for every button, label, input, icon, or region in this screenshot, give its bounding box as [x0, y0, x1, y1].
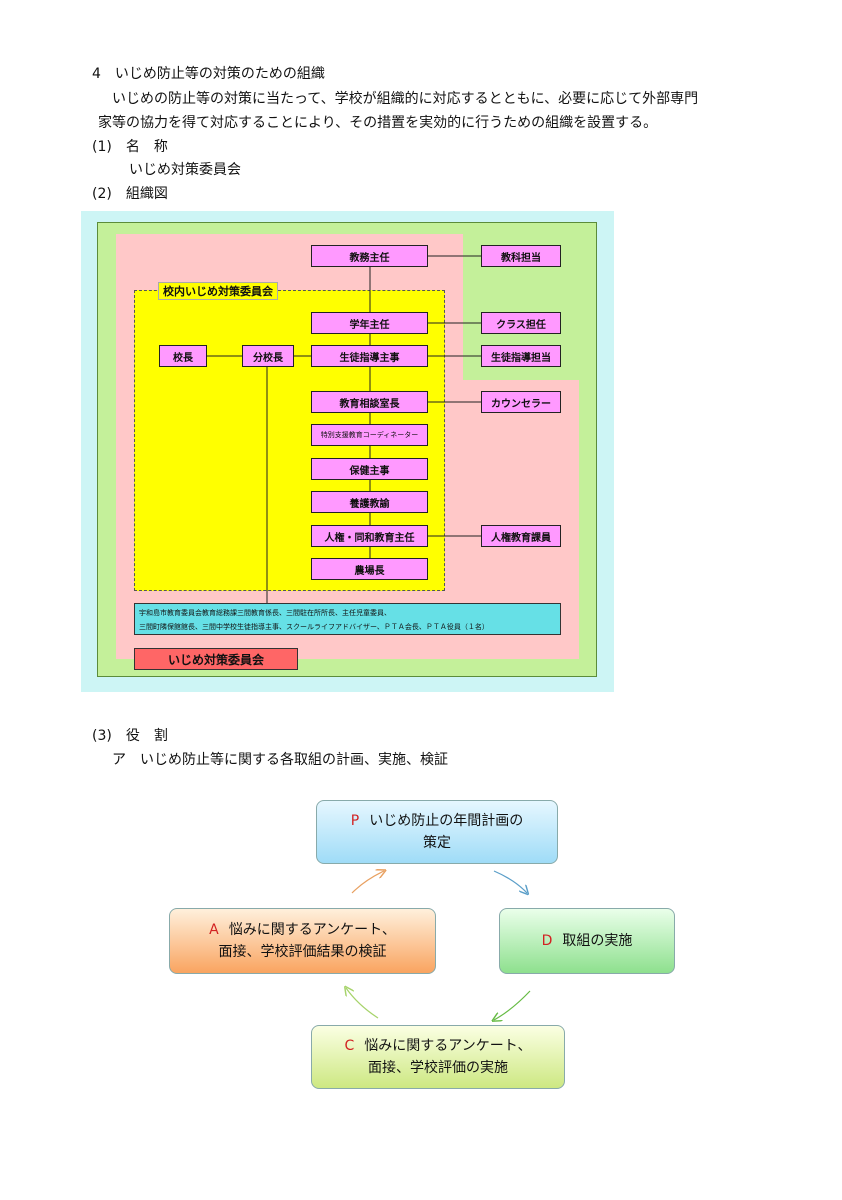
check-line-2: 面接、学校評価の実施	[367, 1060, 508, 1076]
arrow-d-to-c	[494, 990, 531, 1020]
node-guidance-staff: 生徒指導担当	[481, 345, 561, 367]
external-members-box: 宇和島市教育委員会教育総務課三間教育係長、三間駐在所所長、主任児童委員、 三間町…	[134, 603, 561, 635]
node-counselor: カウンセラー	[481, 391, 561, 413]
item3-label: (3) 役 割	[92, 728, 168, 744]
plan-line-1: いじめ防止の年間計画の	[369, 813, 524, 829]
item3-sub: ア いじめ防止等に関する各取組の計画、実施、検証	[112, 752, 448, 768]
do-letter: D	[541, 933, 553, 949]
arrow-p-to-d	[493, 870, 527, 893]
pdca-act-box: A 悩みに関するアンケート、 面接、学校評価結果の検証	[169, 908, 436, 974]
members-line-1: 宇和島市教育委員会教育総務課三間教育係長、三間駐在所所長、主任児童委員、	[139, 609, 391, 617]
arrow-a-to-p	[351, 871, 384, 894]
node-guidance-head: 生徒指導主事	[311, 345, 428, 367]
node-health-head: 保健主事	[311, 458, 428, 480]
node-subject-staff: 教科担当	[481, 245, 561, 267]
node-farm-head: 農場長	[311, 558, 428, 580]
plan-line-2: 策定	[422, 835, 451, 851]
item2-label: (2) 組織図	[92, 186, 168, 202]
item1-value: いじめ対策委員会	[129, 162, 241, 178]
intro-line-1: いじめの防止等の対策に当たって、学校が組織的に対応するとともに、必要に応じて外部…	[112, 91, 699, 107]
check-letter: C	[344, 1038, 355, 1054]
node-special-coordinator: 特別支援教育コーディネーター	[311, 424, 428, 446]
internal-committee-title: 校内いじめ対策委員会	[158, 282, 278, 300]
committee-label: いじめ対策委員会	[134, 648, 298, 670]
section-heading: 4 いじめ防止等の対策のための組織	[92, 66, 325, 82]
node-branch-principal: 分校長	[242, 345, 294, 367]
node-human-rights-head: 人権・同和教育主任	[311, 525, 428, 547]
pdca-plan-box: P いじめ防止の年間計画の 策定	[316, 800, 558, 864]
node-nurse: 養護教諭	[311, 491, 428, 513]
plan-letter: P	[350, 813, 360, 829]
node-academic-head: 教務主任	[311, 245, 428, 267]
pdca-do-box: D 取組の実施	[499, 908, 675, 974]
item1-label: (1) 名 称	[92, 139, 168, 155]
check-line-1: 悩みに関するアンケート、	[364, 1038, 532, 1054]
act-letter: A	[209, 922, 219, 938]
intro-line-2: 家等の協力を得て対応することにより、その措置を実効的に行うための組織を設置する。	[98, 115, 658, 131]
arrow-c-to-a	[346, 988, 379, 1019]
act-line-2: 面接、学校評価結果の検証	[218, 944, 387, 960]
do-text: 取組の実施	[562, 933, 633, 949]
node-class-teacher: クラス担任	[481, 312, 561, 334]
node-principal: 校長	[159, 345, 207, 367]
node-counseling-head: 教育相談室長	[311, 391, 428, 413]
pdca-check-box: C 悩みに関するアンケート、 面接、学校評価の実施	[311, 1025, 565, 1089]
node-grade-head: 学年主任	[311, 312, 428, 334]
members-line-2: 三間町隣保館館長、三間中学校生徒指導主事、スクールライフアドバイザー、ＰＴＡ会長…	[139, 623, 489, 631]
act-line-1: 悩みに関するアンケート、	[228, 922, 396, 938]
node-human-rights-staff: 人権教育課員	[481, 525, 561, 547]
